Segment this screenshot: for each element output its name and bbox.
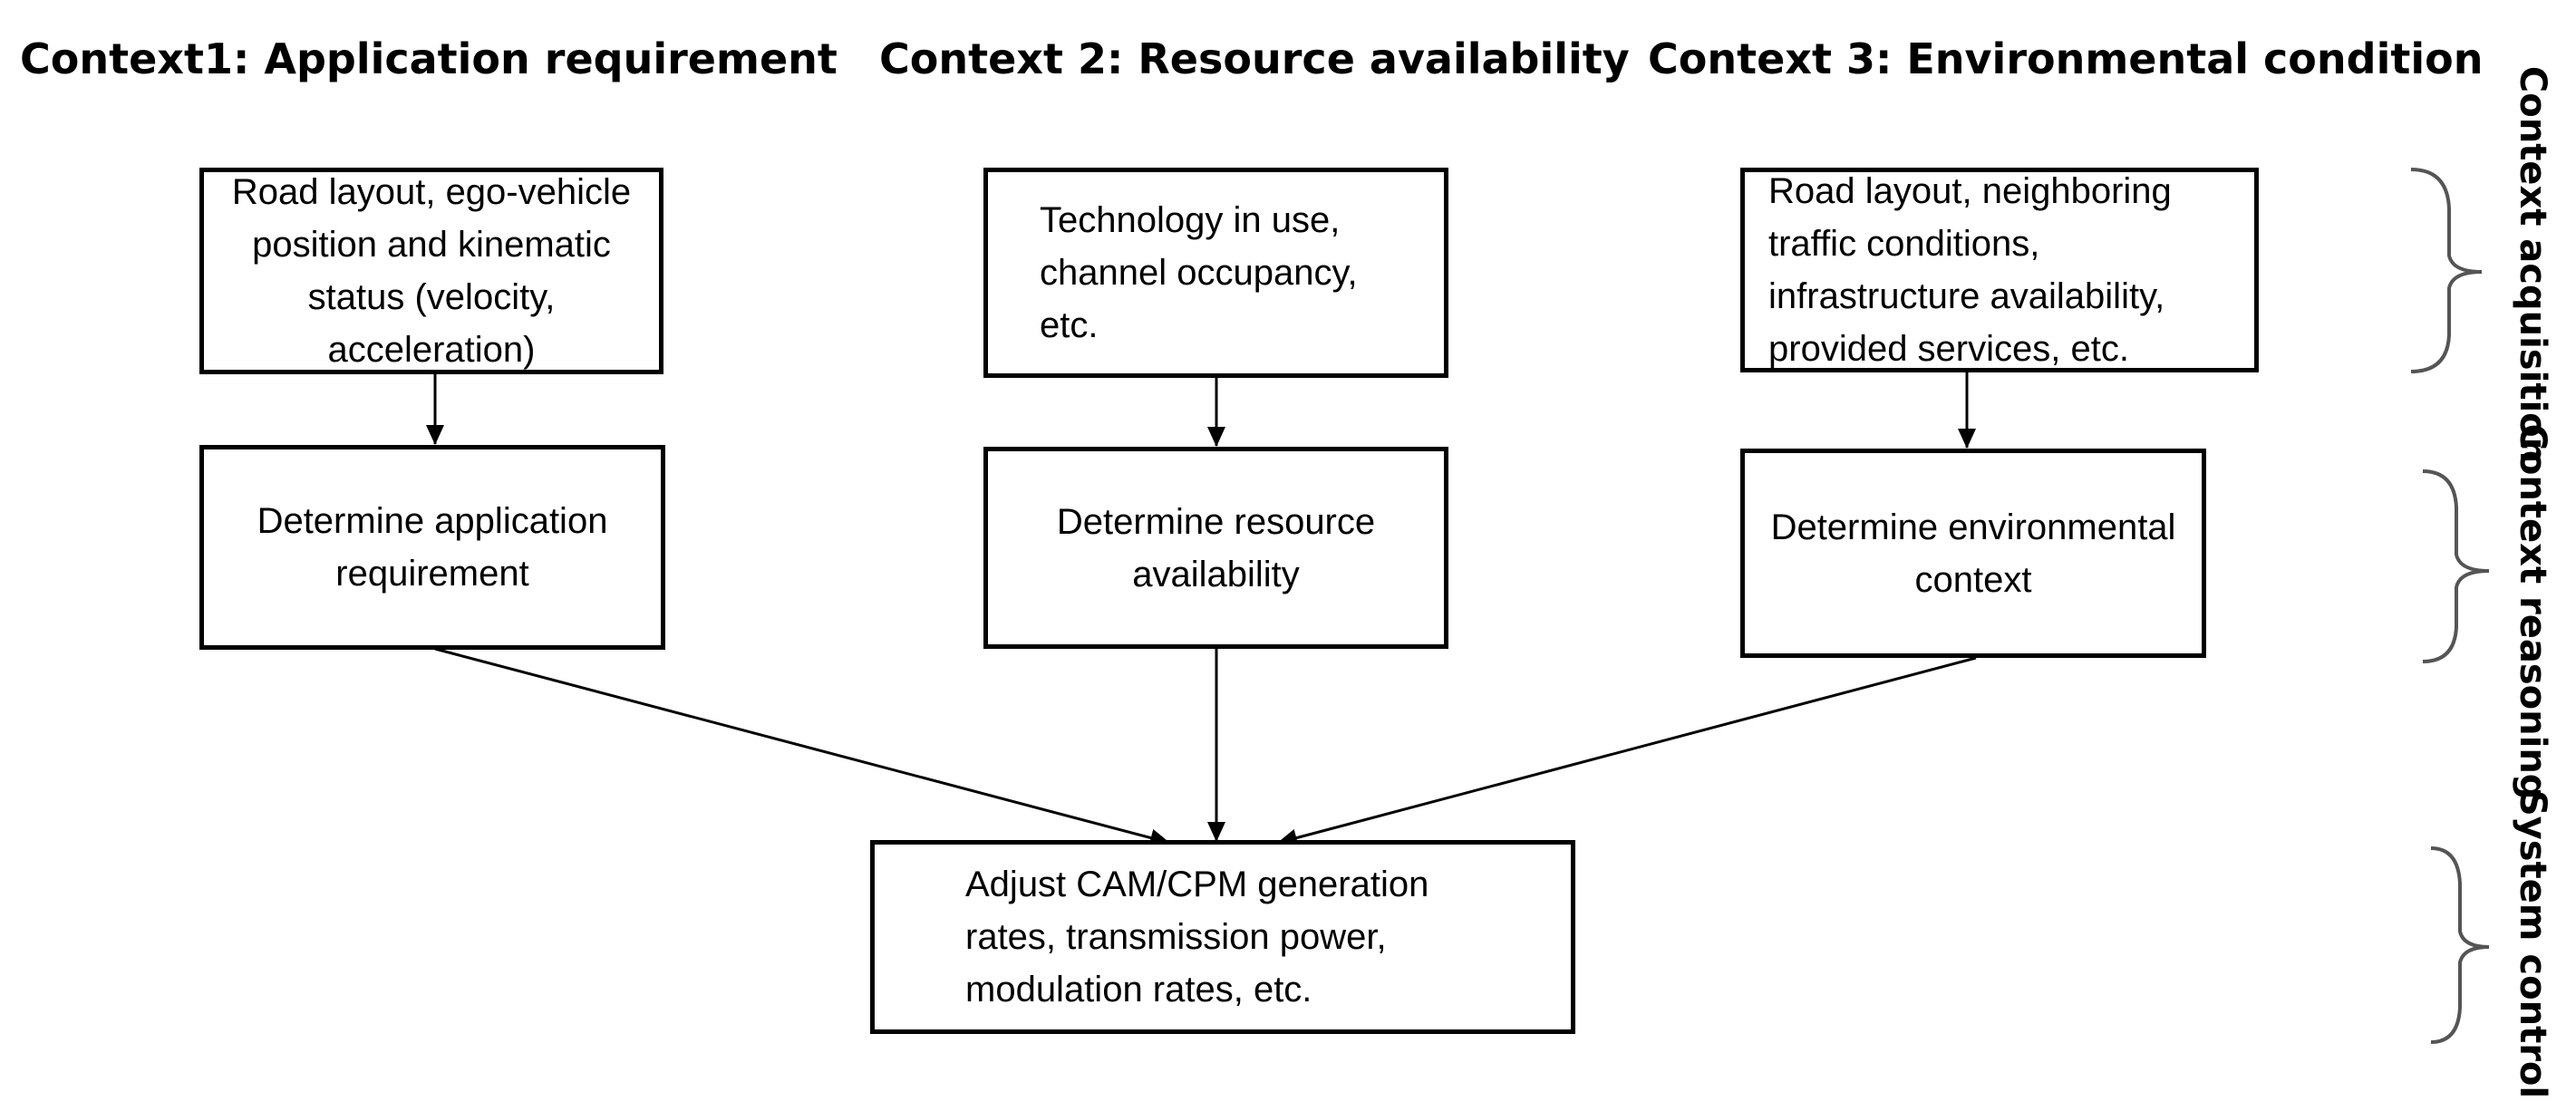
box-application-acquisition-text: Road layout, ego-vehicle position and ki… (231, 172, 632, 370)
box-environment-reasoning-text: Determine environmental context (1770, 507, 2176, 600)
label-context-acquisition: Context acquisition (2512, 65, 2553, 464)
bracket-context-reasoning (2422, 469, 2490, 663)
box-system-control: Adjust CAM/CPM generation rates, transmi… (870, 840, 1575, 1034)
box-resource-acquisition-text: Technology in use, channel occupancy, et… (1040, 200, 1358, 345)
label-context-reasoning: Context reasoning (2512, 423, 2553, 800)
box-application-acquisition: Road layout, ego-vehicle position and ki… (199, 168, 663, 374)
heading-context2: Context 2: Resource availability (879, 34, 1630, 83)
box-environment-reasoning: Determine environmental context (1740, 449, 2206, 658)
box-environment-acquisition: Road layout, neighboring traffic conditi… (1740, 168, 2259, 372)
box-environment-acquisition-text: Road layout, neighboring traffic conditi… (1768, 171, 2172, 369)
label-system-control: System control (2512, 789, 2553, 1099)
heading-context3: Context 3: Environmental condition (1648, 34, 2484, 83)
box-resource-reasoning: Determine resource availability (983, 447, 1448, 649)
bracket-system-control (2430, 846, 2490, 1044)
bracket-context-acquisition (2410, 168, 2483, 373)
arrow-app-reasoning-to-control (434, 647, 1170, 847)
box-resource-acquisition: Technology in use, channel occupancy, et… (983, 168, 1448, 378)
heading-context1: Context1: Application requirement (20, 34, 838, 83)
box-system-control-text: Adjust CAM/CPM generation rates, transmi… (965, 865, 1429, 1010)
box-application-reasoning: Determine application requirement (199, 445, 665, 650)
box-resource-reasoning-text: Determine resource availability (1056, 501, 1376, 594)
box-application-reasoning-text: Determine application requirement (257, 501, 608, 594)
arrow-env-reasoning-to-control (1277, 656, 1977, 847)
